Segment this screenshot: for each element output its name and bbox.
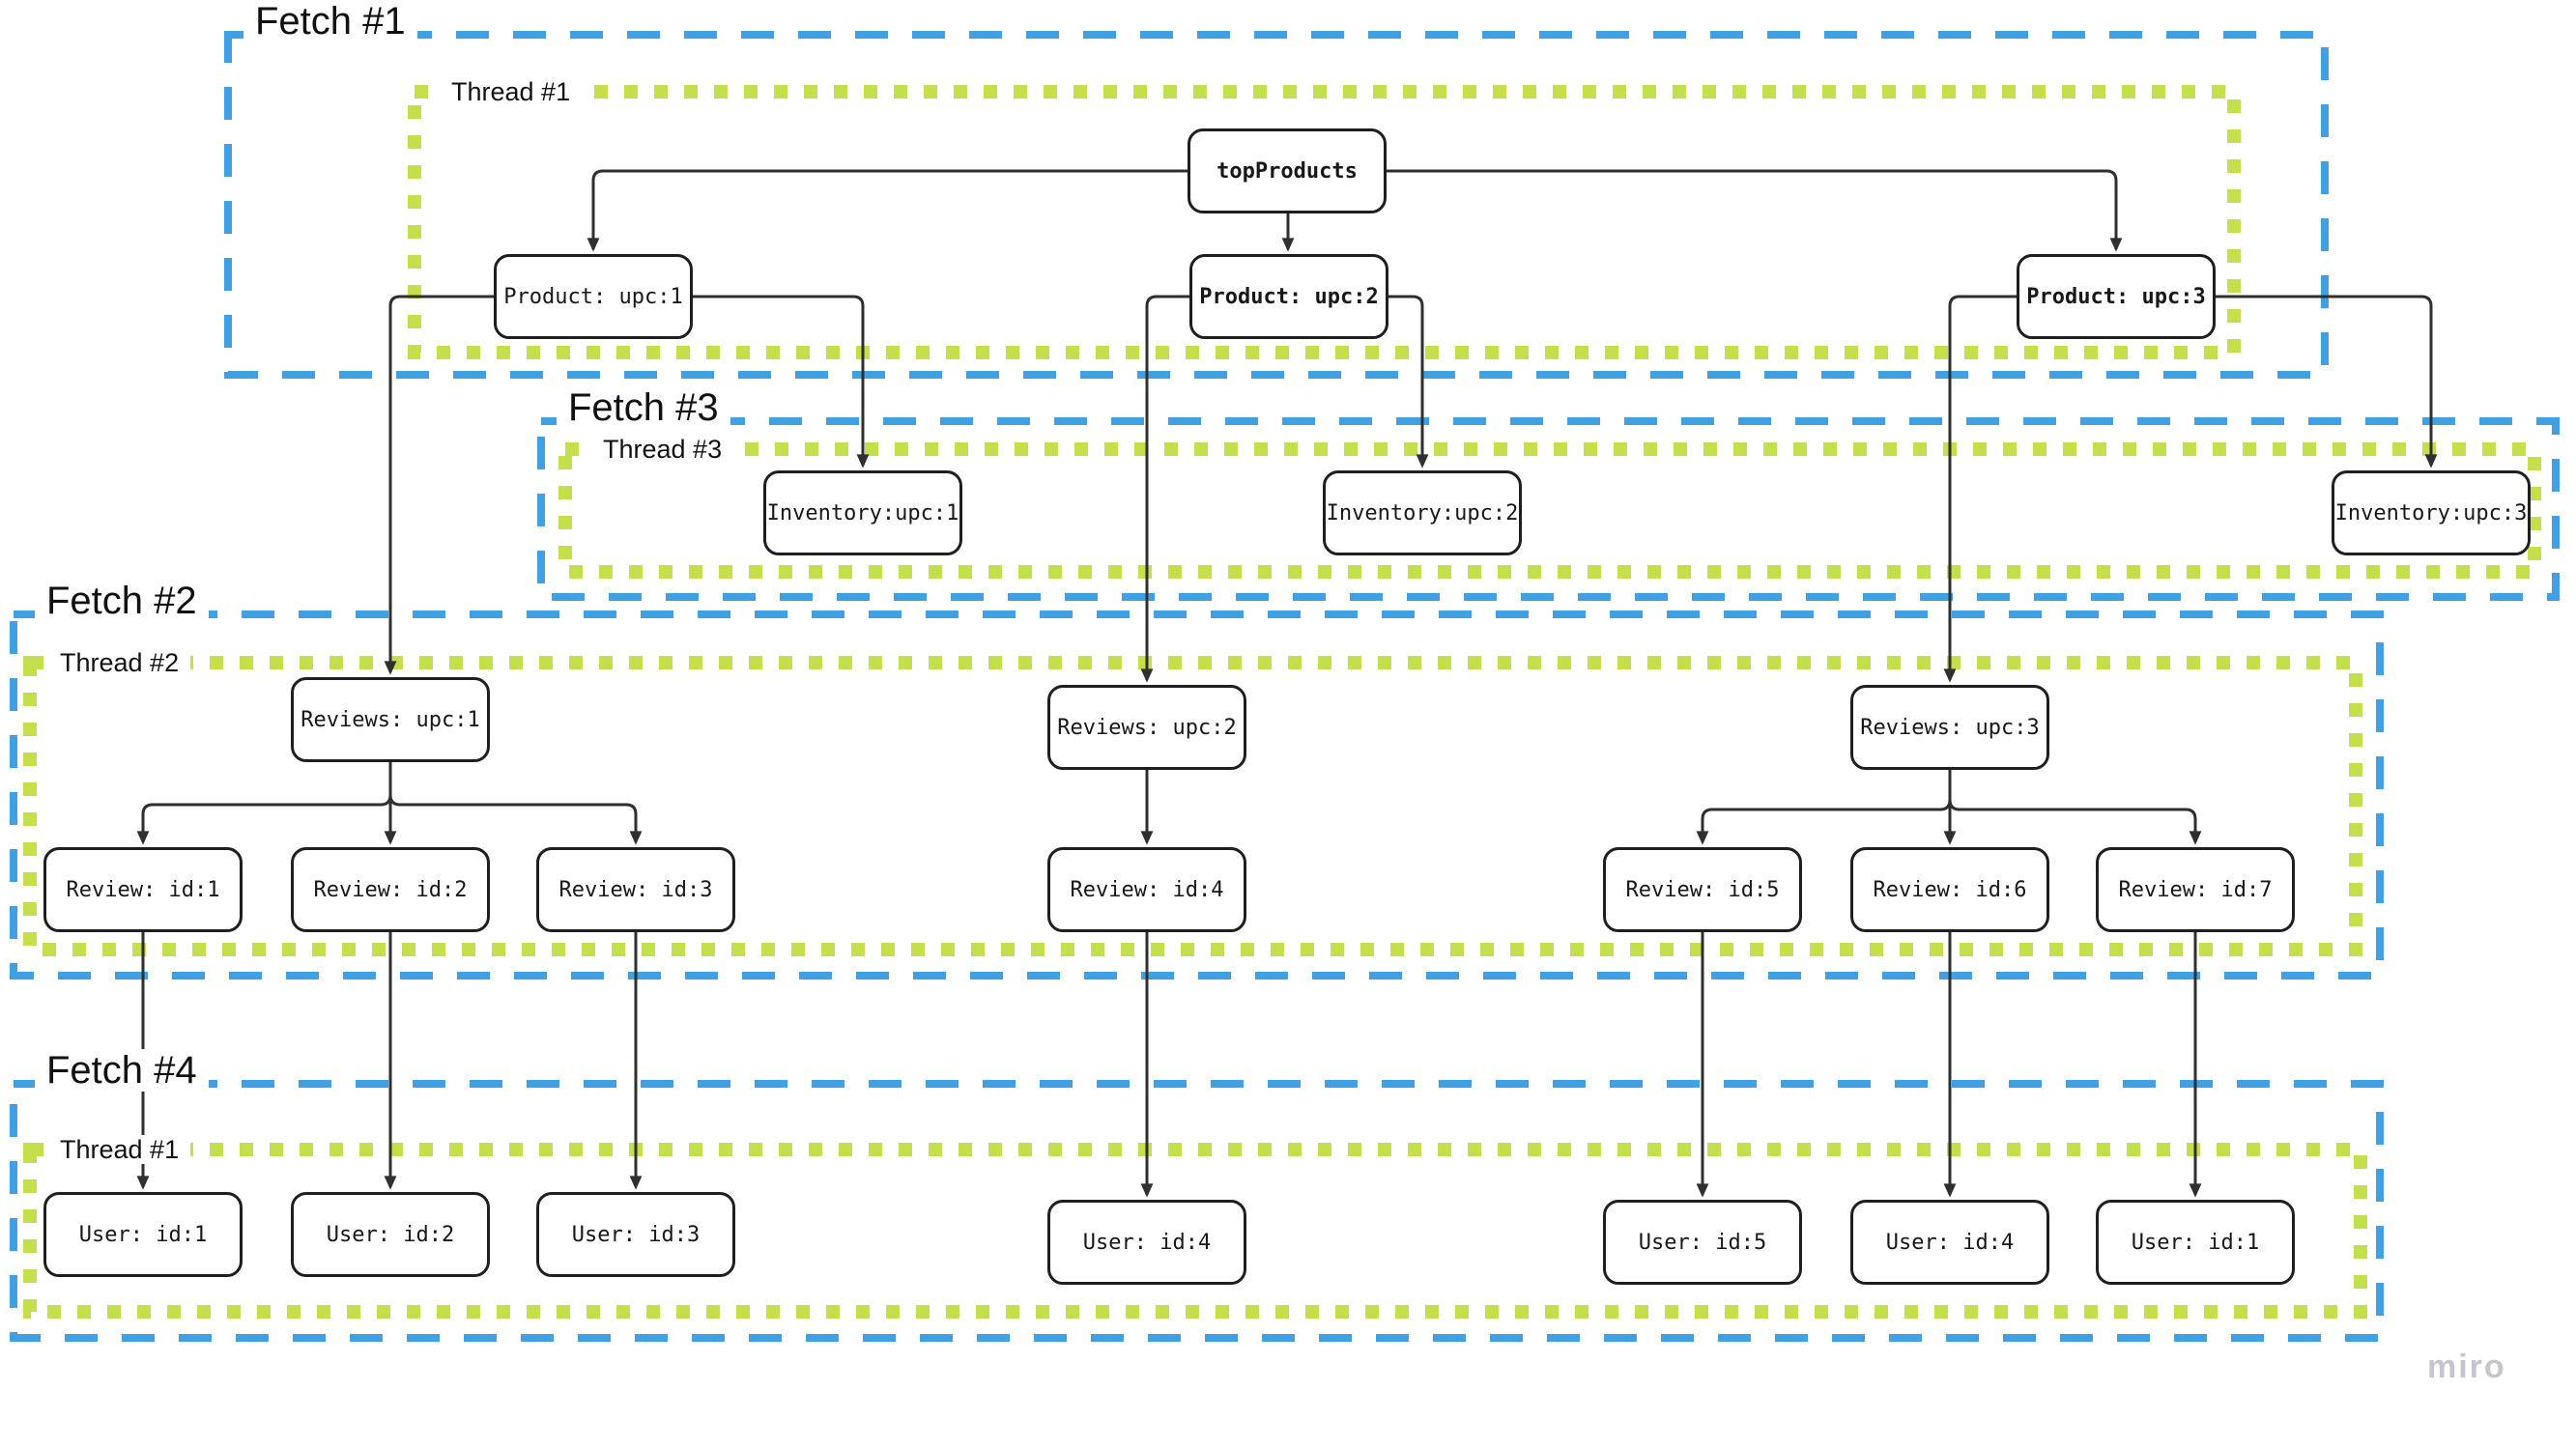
fetch-3-box[interactable] (537, 417, 2560, 601)
node-review-id6[interactable]: Review: id:6 (1850, 847, 2049, 932)
edge-product-upc1-inventory-upc1 (693, 295, 870, 468)
fetch-1-label[interactable]: Fetch #1 (243, 0, 417, 43)
edge-reviews-upc1-review-id1 (136, 762, 392, 845)
fetch-3-label[interactable]: Fetch #3 (557, 386, 730, 429)
node-topproducts[interactable]: topProducts (1188, 128, 1387, 213)
node-user-id4b[interactable]: User: id:4 (1850, 1200, 2049, 1285)
node-inventory-upc2[interactable]: Inventory:upc:2 (1323, 470, 1522, 555)
node-inventory-upc3[interactable]: Inventory:upc:3 (2332, 470, 2531, 555)
node-inventory-upc1[interactable]: Inventory:upc:1 (763, 470, 962, 555)
thread-2-label[interactable]: Thread #2 (48, 648, 191, 677)
edge-reviews-upc3-review-id5 (1696, 770, 1952, 845)
node-reviews-upc3[interactable]: Reviews: upc:3 (1850, 685, 2049, 770)
node-user-id5[interactable]: User: id:5 (1603, 1200, 1802, 1285)
node-user-id1b[interactable]: User: id:1 (2096, 1200, 2295, 1285)
thread-2-box[interactable] (23, 656, 2362, 956)
node-product-upc3[interactable]: Product: upc:3 (2017, 254, 2216, 339)
thread-3-label[interactable]: Thread #3 (591, 435, 734, 464)
node-user-id1[interactable]: User: id:1 (43, 1192, 243, 1277)
edge-product-upc2-reviews-upc2 (1140, 295, 1189, 683)
edge-topproducts-product-upc3 (1387, 169, 2123, 252)
node-reviews-upc1[interactable]: Reviews: upc:1 (291, 677, 490, 762)
node-reviews-upc2[interactable]: Reviews: upc:2 (1047, 685, 1246, 770)
edge-product-upc1-reviews-upc1 (384, 295, 494, 675)
thread-4-box[interactable] (23, 1143, 2367, 1319)
node-product-upc2[interactable]: Product: upc:2 (1189, 254, 1388, 339)
edge-product-upc3-reviews-upc3 (1943, 295, 2017, 683)
miro-watermark: miro (2427, 1349, 2506, 1385)
node-review-id1[interactable]: Review: id:1 (43, 847, 243, 932)
edge-reviews-upc1-review-id3 (388, 762, 643, 845)
edge-product-upc3-inventory-upc3 (2216, 295, 2438, 468)
node-product-upc1[interactable]: Product: upc:1 (494, 254, 693, 339)
node-user-id3[interactable]: User: id:3 (536, 1192, 735, 1277)
node-user-id4[interactable]: User: id:4 (1047, 1200, 1246, 1285)
edge-product-upc2-inventory-upc2 (1388, 295, 1429, 468)
edge-reviews-upc3-review-id7 (1948, 770, 2202, 845)
node-user-id2[interactable]: User: id:2 (291, 1192, 490, 1277)
node-review-id3[interactable]: Review: id:3 (536, 847, 735, 932)
node-review-id2[interactable]: Review: id:2 (291, 847, 490, 932)
fetch-2-label[interactable]: Fetch #2 (35, 580, 209, 622)
thread-4-label[interactable]: Thread #1 (48, 1135, 191, 1164)
thread-1-box[interactable] (408, 85, 2241, 359)
node-review-id5[interactable]: Review: id:5 (1603, 847, 1802, 932)
fetch-2-box[interactable] (10, 610, 2384, 980)
node-review-id4[interactable]: Review: id:4 (1047, 847, 1246, 932)
thread-1-label[interactable]: Thread #1 (440, 77, 583, 106)
edge-topproducts-product-upc1 (587, 169, 1188, 252)
fetch-1-box[interactable] (224, 31, 2329, 379)
fetch-4-label[interactable]: Fetch #4 (35, 1049, 209, 1092)
node-review-id7[interactable]: Review: id:7 (2096, 847, 2295, 932)
